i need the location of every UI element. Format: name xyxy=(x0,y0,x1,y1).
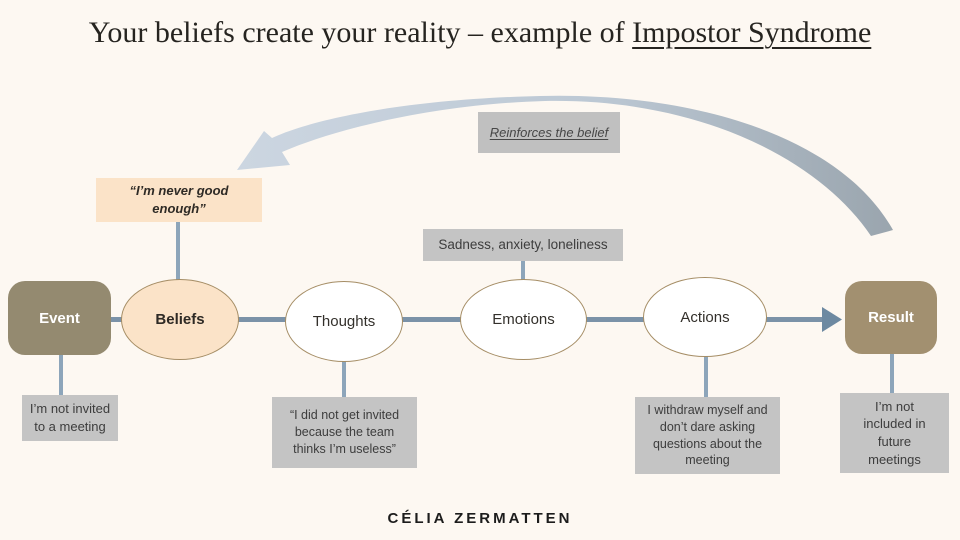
node-beliefs: Beliefs xyxy=(121,279,239,360)
connector-emotions-note xyxy=(521,260,525,281)
result-note-box: I’m not included in future meetings xyxy=(840,393,949,473)
connector-result-note xyxy=(890,354,894,394)
reinforces-belief-text: Reinforces the belief xyxy=(489,124,609,140)
reinforces-belief-box: Reinforces the belief xyxy=(478,112,620,153)
node-thoughts-label: Thoughts xyxy=(312,313,376,330)
actions-note-box: I withdraw myself and don’t dare asking … xyxy=(635,397,780,474)
actions-note-text: I withdraw myself and don’t dare asking … xyxy=(647,402,768,468)
thoughts-note-text: “I did not get invited because the team … xyxy=(289,408,400,456)
chain-arrowhead-icon xyxy=(822,307,842,332)
page-title-highlight: Impostor Syndrome xyxy=(632,16,872,49)
result-note-text: I’m not included in future meetings xyxy=(863,398,926,467)
event-note-text: I’m not invited to a meeting xyxy=(29,401,111,434)
connector-actions-note xyxy=(704,356,708,398)
feedback-arrow xyxy=(237,95,893,236)
emotions-note-text: Sadness, anxiety, loneliness xyxy=(438,236,608,252)
beliefs-quote-box: “I’m never good enough” xyxy=(96,178,262,222)
connector-event-note xyxy=(59,355,63,396)
connector-thoughts-note xyxy=(342,358,346,398)
node-actions-label: Actions xyxy=(680,308,730,326)
emotions-note-box: Sadness, anxiety, loneliness xyxy=(423,229,623,261)
node-result: Result xyxy=(845,281,937,354)
node-emotions: Emotions xyxy=(460,279,587,360)
node-event: Event xyxy=(8,281,111,355)
brand-name: CÉLIA ZERMATTEN xyxy=(387,510,573,527)
brand-footer: CÉLIA ZERMATTEN xyxy=(0,510,960,527)
beliefs-quote-text: “I’m never good enough” xyxy=(129,183,229,216)
node-event-label: Event xyxy=(39,309,80,327)
node-actions: Actions xyxy=(643,277,767,357)
node-emotions-label: Emotions xyxy=(492,311,555,328)
page-title: Your beliefs create your reality – examp… xyxy=(0,16,960,50)
thoughts-note-box: “I did not get invited because the team … xyxy=(272,397,417,468)
page-title-text: Your beliefs create your reality – examp… xyxy=(88,16,633,49)
node-beliefs-label: Beliefs xyxy=(155,311,205,328)
event-note-box: I’m not invited to a meeting xyxy=(22,395,118,441)
connector-beliefs-quote xyxy=(176,222,180,280)
node-thoughts: Thoughts xyxy=(285,281,403,362)
node-result-label: Result xyxy=(868,309,914,326)
